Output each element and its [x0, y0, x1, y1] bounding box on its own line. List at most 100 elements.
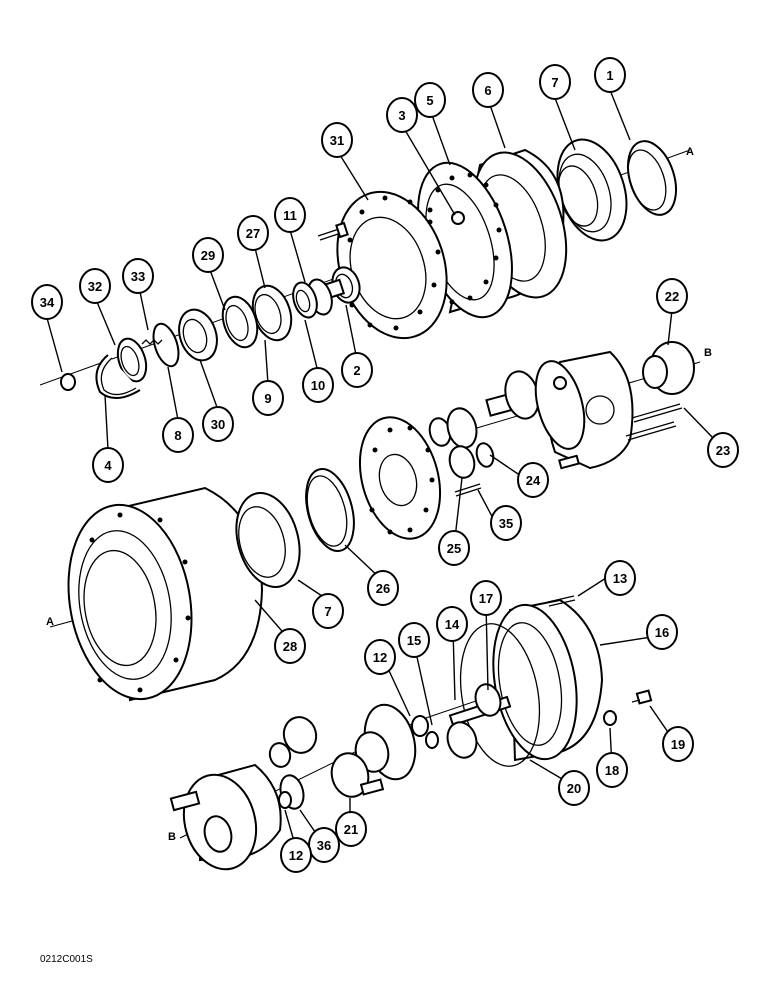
callout-26: 26	[367, 570, 399, 606]
callout-5: 5	[414, 82, 446, 118]
axis-marker-b-top: B	[704, 347, 712, 359]
callout-12-b: 12	[280, 837, 312, 873]
callout-3: 3	[386, 97, 418, 133]
svg-text:20: 20	[567, 781, 581, 796]
part-seal-26	[305, 468, 355, 552]
part-bearing-mid	[235, 491, 301, 589]
svg-text:27: 27	[246, 226, 260, 241]
part-pin	[558, 454, 580, 470]
callout-13: 13	[604, 560, 636, 596]
axis-marker-b-bottom: B	[168, 831, 176, 843]
svg-text:15: 15	[407, 633, 421, 648]
svg-text:14: 14	[445, 617, 460, 632]
svg-text:18: 18	[605, 763, 619, 778]
svg-text:31: 31	[330, 133, 344, 148]
callout-33: 33	[122, 258, 154, 294]
svg-text:2: 2	[353, 363, 360, 378]
part-seal-ring	[627, 140, 677, 216]
svg-text:12: 12	[289, 848, 303, 863]
callout-21: 21	[335, 811, 367, 847]
svg-text:34: 34	[40, 295, 55, 310]
part-bearing-30	[178, 308, 218, 362]
svg-text:9: 9	[264, 391, 271, 406]
svg-text:4: 4	[104, 458, 112, 473]
callout-9: 9	[252, 380, 284, 416]
callout-6: 6	[472, 72, 504, 108]
callout-25: 25	[438, 530, 470, 566]
svg-text:30: 30	[211, 417, 225, 432]
top-assembly	[60, 138, 677, 399]
part-plug-19	[631, 689, 653, 705]
part-thrust-washer	[278, 774, 305, 810]
callout-17: 17	[470, 580, 502, 616]
callout-30: 30	[202, 406, 234, 442]
part-small-rings	[292, 278, 333, 319]
figure-code: 0212C001S	[40, 954, 93, 965]
svg-text:5: 5	[426, 93, 433, 108]
part-flange-bolt	[317, 221, 349, 241]
svg-text:13: 13	[613, 571, 627, 586]
svg-text:12: 12	[373, 650, 387, 665]
svg-text:36: 36	[317, 838, 331, 853]
svg-text:24: 24	[526, 473, 541, 488]
bottom-assembly	[169, 595, 653, 871]
part-bolt-13	[547, 595, 576, 607]
callout-10: 10	[302, 367, 334, 403]
callout-14: 14	[436, 606, 468, 642]
part-ring-29	[221, 295, 259, 349]
part-carrier-plate	[358, 416, 442, 540]
middle-assembly	[67, 341, 695, 702]
callout-11: 11	[274, 197, 306, 233]
part-ring-gear	[492, 598, 604, 762]
callout-15: 15	[398, 622, 430, 658]
part-output-flange	[169, 763, 282, 871]
callout-22: 22	[656, 278, 688, 314]
part-sun-gear	[642, 341, 695, 395]
callout-35: 35	[490, 505, 522, 541]
callout-8: 8	[162, 417, 194, 453]
svg-text:29: 29	[201, 248, 215, 263]
svg-text:16: 16	[655, 625, 669, 640]
callout-16: 16	[646, 614, 678, 650]
axis-marker-a-mid: A	[46, 616, 54, 628]
svg-text:1: 1	[606, 68, 613, 83]
callout-24: 24	[517, 462, 549, 498]
part-nut	[60, 373, 76, 391]
callout-29: 29	[192, 237, 224, 273]
part-shim	[152, 322, 180, 368]
callout-31: 31	[321, 122, 353, 158]
svg-text:19: 19	[671, 737, 685, 752]
part-seal-20	[459, 623, 541, 767]
axis-marker-a-top: A	[686, 146, 694, 158]
part-main-housing	[67, 486, 264, 702]
part-output-shaft	[446, 683, 512, 759]
svg-text:7: 7	[551, 75, 558, 90]
svg-text:21: 21	[344, 822, 358, 837]
callout-23: 23	[707, 432, 739, 468]
svg-text:11: 11	[283, 208, 297, 223]
callout-2: 2	[341, 352, 373, 388]
part-washers	[411, 715, 439, 749]
callout-34: 34	[31, 284, 63, 320]
svg-text:8: 8	[174, 428, 181, 443]
callout-1: 1	[594, 57, 626, 93]
part-bolts-23	[625, 403, 683, 441]
part-bolt-35	[454, 483, 482, 497]
svg-text:3: 3	[398, 108, 405, 123]
callout-7-top: 7	[539, 64, 571, 100]
svg-text:22: 22	[665, 289, 679, 304]
svg-text:33: 33	[131, 269, 145, 284]
part-bearing-27	[251, 284, 293, 342]
svg-text:28: 28	[283, 639, 297, 654]
part-spring	[141, 339, 163, 345]
callout-19: 19	[662, 726, 694, 762]
part-washer-18	[603, 710, 617, 726]
callout-7-mid: 7	[312, 593, 344, 629]
callout-18: 18	[596, 752, 628, 788]
callout-group: 1 7 6 5 3 31 11 27 29 33 32 34 4 8 30 9 …	[31, 57, 739, 873]
part-planet-carrier	[534, 350, 634, 470]
svg-text:10: 10	[311, 378, 325, 393]
svg-text:32: 32	[88, 279, 102, 294]
svg-text:35: 35	[499, 516, 513, 531]
